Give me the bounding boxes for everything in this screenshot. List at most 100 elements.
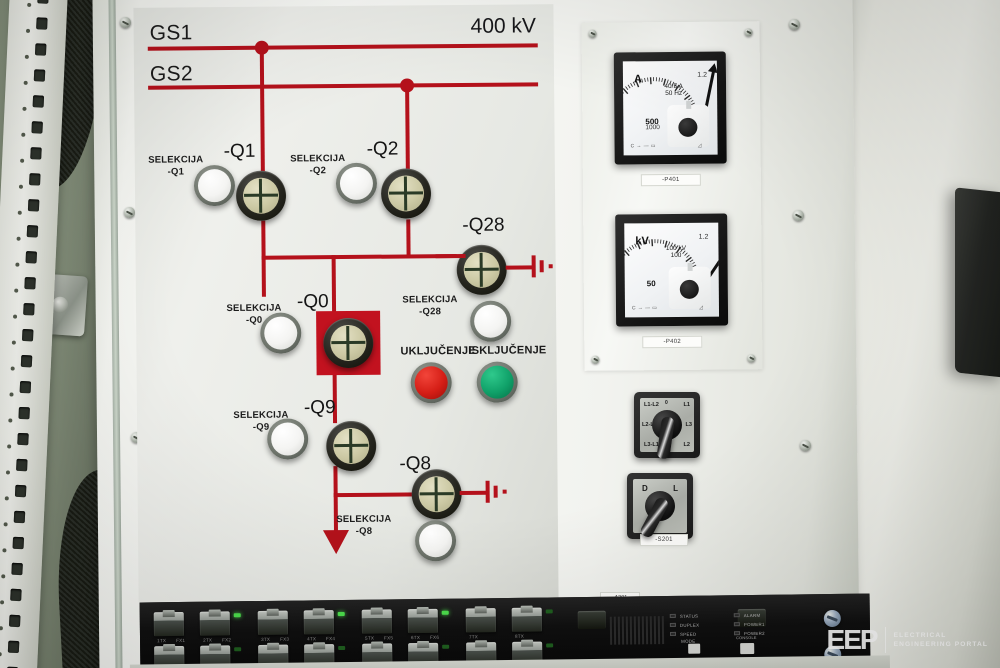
selector-pos-4: L3-L1 [644, 442, 659, 448]
alarm-label-1: POWER1 [743, 621, 765, 628]
selector-tag-q8-line1: SELEKCIJA [336, 513, 392, 526]
voltmeter-zero-adjust[interactable] [668, 266, 711, 310]
ethernet-port[interactable] [303, 610, 334, 635]
switch-actuator-q9[interactable] [326, 420, 377, 472]
subpanel-screw [744, 28, 753, 37]
selector-tag-q28-line1: SELEKCIJA [402, 294, 458, 306]
selector-tag-q2-line2: -Q2 [309, 165, 327, 177]
mode-button[interactable] [688, 643, 701, 654]
selector-tag-q9-line2: -Q9 [252, 421, 270, 433]
port-label: 8TX [514, 633, 525, 639]
ammeter-low-sub: 1000 [645, 124, 660, 132]
mimic-diagram-panel: GS1 GS2 400 kV SELEKCIJA -Q1 -Q1 [133, 4, 559, 602]
busbar-gs1-line [147, 43, 538, 51]
status-label-1: DUPLEX [679, 622, 700, 628]
ammeter-scale-ticks [622, 77, 698, 112]
port-label: 2TX [203, 637, 213, 643]
ammeter-unit-label: A [633, 73, 642, 86]
watermark-subtitle: ELECTRICAL ENGINEERING PORTAL [894, 631, 988, 649]
ammeter-tag: -P401 [640, 173, 701, 187]
selector-tag-q28-line2: -Q28 [419, 306, 442, 318]
switch-cross-face [333, 427, 370, 465]
command-label-open: ISKLJUČENJE [468, 344, 547, 357]
ethernet-port[interactable] [465, 608, 496, 633]
busbar-label-gs2: GS2 [149, 62, 194, 86]
local-remote-selector-switch[interactable]: D L [627, 473, 693, 540]
selector-tag-q2-line1: SELEKCIJA [290, 153, 346, 165]
ammeter-max-label: 1.2 [697, 71, 707, 79]
selector-pos-3: L3 [685, 422, 692, 428]
selector-center-mark: 0 [665, 400, 668, 406]
voltage-level-label: 400 kV [470, 14, 537, 38]
port-label: 7TX [469, 634, 479, 640]
alarm-led-1 [733, 622, 740, 627]
switch-actuator-q28[interactable] [456, 244, 507, 296]
device-label-q0: -Q0 [296, 291, 329, 313]
door-screw [120, 17, 131, 28]
switch-actuator-q1[interactable] [235, 170, 287, 221]
selection-button-q2[interactable] [335, 162, 378, 205]
watermark-divider [884, 627, 886, 653]
close-command-button[interactable] [410, 362, 452, 404]
selection-button-q28[interactable] [469, 300, 512, 342]
selection-button-q1[interactable] [193, 164, 236, 207]
ammeter-zero-adjust[interactable] [667, 104, 710, 148]
voltmeter-footer-left: C → — ▭ [631, 305, 658, 312]
feed-line-q28 [435, 253, 466, 259]
status-led-1 [669, 622, 676, 627]
ammeter-footer-right: ◿ [697, 142, 702, 149]
subpanel-screw [591, 355, 600, 364]
button-cap [480, 365, 514, 399]
port-label: FX1 [176, 637, 186, 644]
instrument-subpanel: A 1.2 40/5 A 50 Hz 500 1000 C → — ▭ ◿ -P… [581, 21, 763, 371]
button-cap [264, 316, 298, 350]
ethernet-port[interactable] [407, 608, 438, 634]
ethernet-port[interactable] [511, 607, 542, 632]
door-screw [800, 440, 811, 451]
selector-tag-q1-line2: -Q1 [167, 166, 185, 178]
selection-button-q0[interactable] [260, 312, 302, 354]
ammeter-ratio-label: 40/5 A 50 Hz [664, 83, 683, 97]
door-screw [789, 19, 800, 30]
port-label: FX6 [430, 634, 440, 640]
door-screw [793, 210, 804, 221]
ethernet-port[interactable] [257, 610, 288, 636]
voltmeter-dial: kV 1.2 100 kV 100 50 C → — ▭ ◿ [624, 222, 720, 318]
selector-plate: D L [633, 479, 687, 540]
selection-button-q9[interactable] [267, 418, 309, 460]
switch-cross-face [463, 251, 500, 288]
open-command-button[interactable] [476, 361, 518, 403]
port-link-led [337, 611, 345, 617]
watermark-line1: ELECTRICAL [893, 632, 947, 639]
alarm-label-0: ALARM [743, 612, 761, 619]
switch-actuator-q8[interactable] [411, 468, 462, 520]
busbar-gs2-line [148, 82, 539, 90]
ethernet-port[interactable] [199, 611, 230, 636]
selector-pos-0: L1-L2 [644, 402, 659, 408]
subpanel-screw [588, 29, 597, 38]
lr-selector-pos-l: L [673, 484, 678, 493]
port-link-led [545, 609, 553, 614]
subpanel-screw [747, 354, 756, 363]
console-port[interactable] [740, 642, 755, 655]
ammeter-dial: A 1.2 40/5 A 50 Hz 500 1000 C → — ▭ ◿ [622, 60, 718, 156]
port-link-led [442, 644, 450, 649]
switch-actuator-q0[interactable] [323, 317, 374, 369]
collector-line-q28 [261, 254, 457, 260]
port-link-led [546, 643, 554, 648]
trunk-line-upper [331, 255, 337, 320]
port-link-led [441, 610, 449, 615]
voltage-selector-switch[interactable]: L1-L2 L1 L2-L3 L3 L3-L1 L2 0 [634, 392, 700, 460]
switch-cross-face [387, 175, 425, 212]
switch-cross-face [418, 476, 455, 513]
ethernet-port[interactable] [153, 611, 184, 637]
switch-actuator-q2[interactable] [380, 168, 432, 219]
selection-button-q8[interactable] [414, 520, 457, 562]
ethernet-port[interactable] [361, 609, 392, 634]
status-led-2 [669, 631, 677, 636]
device-label-q28: -Q28 [462, 214, 505, 236]
voltmeter-tag: -P402 [642, 335, 703, 349]
sfp-slot[interactable] [577, 610, 606, 630]
alarm-led-0 [733, 613, 740, 618]
door-handle[interactable] [955, 187, 1000, 378]
